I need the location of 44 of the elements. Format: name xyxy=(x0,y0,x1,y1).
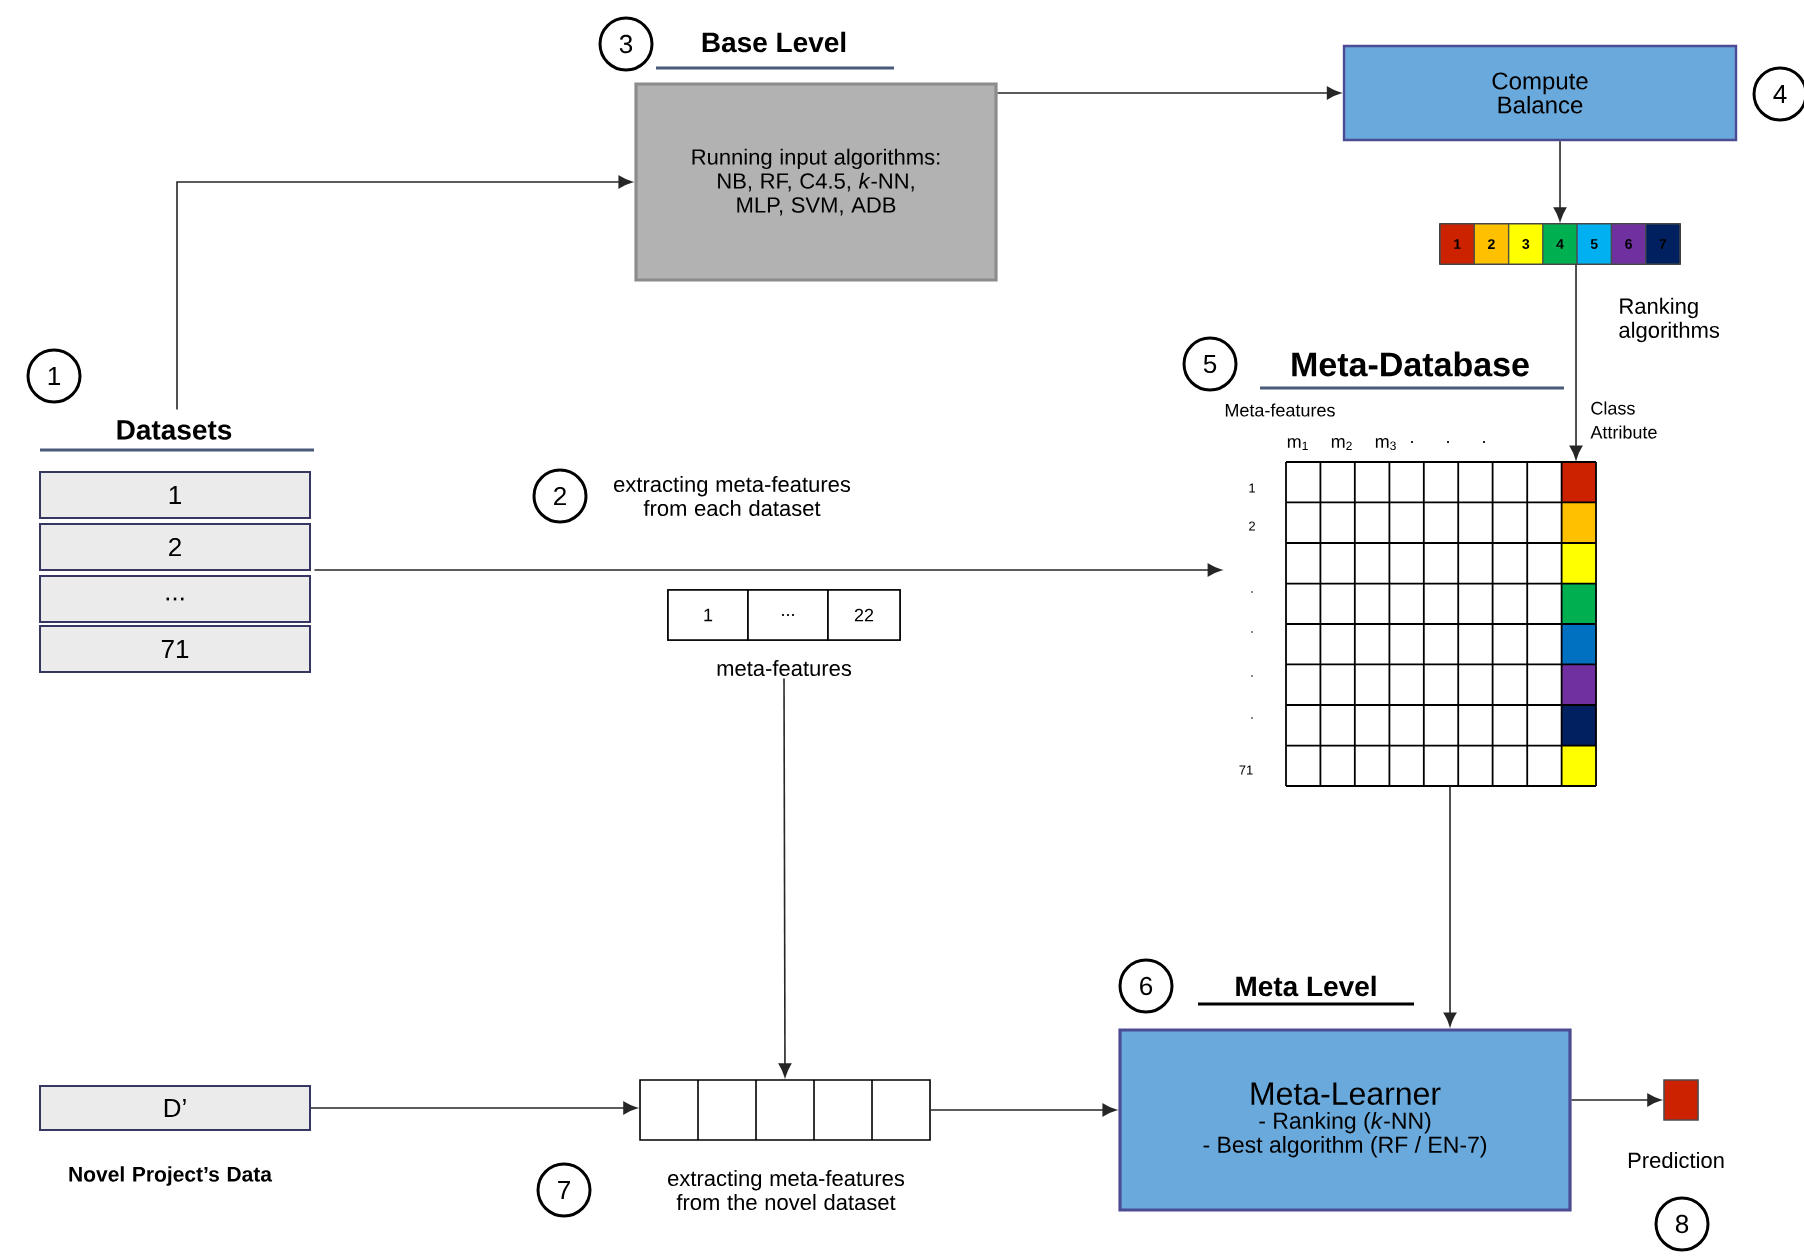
section-heading: Datasets xyxy=(40,420,314,452)
dataset-row: 71 xyxy=(39,625,311,673)
column-label: . xyxy=(1411,441,1413,443)
step-number: 6 xyxy=(1118,958,1174,1014)
arrow xyxy=(996,86,1341,100)
arrow xyxy=(176,175,633,411)
step-number: 4 xyxy=(1752,66,1804,122)
column-label: Class Attribute xyxy=(1590,401,1657,439)
node-caption: Novel Project’s Data xyxy=(69,1166,273,1186)
section-heading: Base Level xyxy=(656,31,894,70)
section-heading: Meta Level xyxy=(1198,975,1414,1006)
step-number: 8 xyxy=(1654,1196,1710,1252)
node-caption: Ranking algorithms xyxy=(1619,297,1720,343)
node-caption: meta-features xyxy=(717,659,852,677)
column-label: . xyxy=(1447,441,1449,443)
step-number: 1 xyxy=(26,348,82,404)
dataset-row: 2 xyxy=(39,523,311,571)
dataset-row: ... xyxy=(39,575,311,623)
process-box: Running input algorithms: NB, RF, C4.5, k-NN, MLP, SVM, ADB xyxy=(634,82,998,282)
process-box: Compute Balance xyxy=(1342,44,1738,142)
arrow xyxy=(1569,264,1583,460)
node-caption: Prediction xyxy=(1628,1151,1724,1169)
axis-label: Meta-features xyxy=(1225,403,1335,417)
arrow xyxy=(1570,1093,1662,1107)
dataset-row: 1 xyxy=(39,471,311,519)
arrow xyxy=(778,677,792,1078)
arrow xyxy=(930,1103,1117,1117)
step-number: 3 xyxy=(598,16,654,72)
feature-cell: 22 xyxy=(827,589,901,641)
arrow xyxy=(313,563,1222,577)
arrow xyxy=(1443,785,1457,1027)
feature-cell: ... xyxy=(747,589,829,641)
arrow xyxy=(310,1101,638,1115)
step-number: 2 xyxy=(532,468,588,524)
section-heading: Meta-Database xyxy=(1260,351,1564,390)
node-caption: extracting meta-features from the novel dataset xyxy=(668,1169,905,1211)
edge-label: extracting meta-features from each dataset xyxy=(605,473,859,519)
meta-learner-box: Meta-Learner - Ranking (k-NN) - Best algorithm (RF / EN-7) xyxy=(1118,1028,1572,1212)
step-number: 5 xyxy=(1182,336,1238,392)
arrow xyxy=(1553,140,1567,222)
feature-cell: 1 xyxy=(667,589,749,641)
column-label: . xyxy=(1483,441,1485,443)
dataset-box: D’ xyxy=(39,1085,311,1131)
step-number: 7 xyxy=(536,1162,592,1218)
